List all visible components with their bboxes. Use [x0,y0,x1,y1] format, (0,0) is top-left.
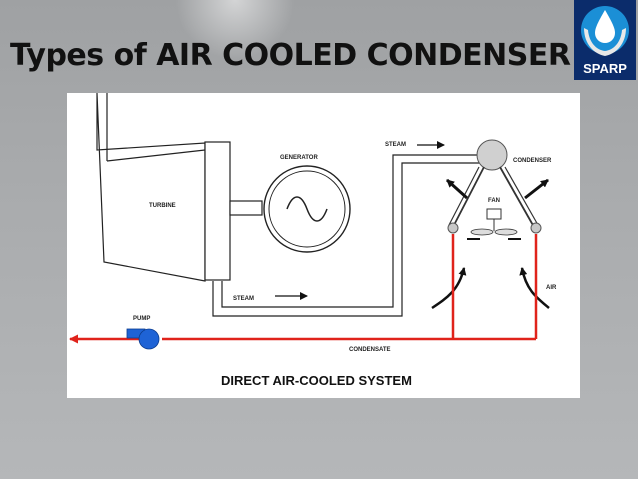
steam-bottom-label: STEAM [233,296,254,302]
turbine-label: TURBINE [149,203,176,209]
logo-text: SPARP [583,61,627,76]
diagram-caption: DIRECT AIR-COOLED SYSTEM [221,373,412,388]
steam-pipe-outer [212,162,479,317]
pump-label: PUMP [133,316,150,322]
exhaust-arrow-left [445,178,469,200]
air-arrow-right [519,267,550,309]
condensate-return-line [162,234,538,341]
condenser-label: CONDENSER [513,158,552,164]
turbine: TURBINE [96,93,231,282]
background-highlight [175,0,295,60]
steam-pipe-inner [221,154,479,308]
steam-top-label: STEAM [385,142,406,148]
pump: PUMP [126,316,160,350]
air-arrow-left [431,267,467,310]
exhaust-arrow-right [524,178,549,200]
fan-label: FAN [488,198,500,204]
intake-air-arrows: AIR [431,267,557,310]
generator-label: GENERATOR [280,155,318,161]
generator: GENERATOR [263,155,351,253]
condenser: CONDENSER [447,139,552,234]
slide-title: Types of AIR COOLED CONDENSER [10,38,571,73]
hands-icon [584,28,626,56]
diagram-panel: TURBINE GENERATOR STEAM STEAM CONDENSER [67,93,580,398]
shaft [229,200,263,216]
condensate-label: CONDENSATE [349,347,391,353]
exhaust-air-arrows [445,178,549,200]
water-drop-icon [595,10,615,43]
air-label: AIR [546,285,557,291]
fan: FAN [467,198,521,240]
sparp-logo: SPARP [574,0,636,80]
sine-wave-icon [286,196,328,222]
